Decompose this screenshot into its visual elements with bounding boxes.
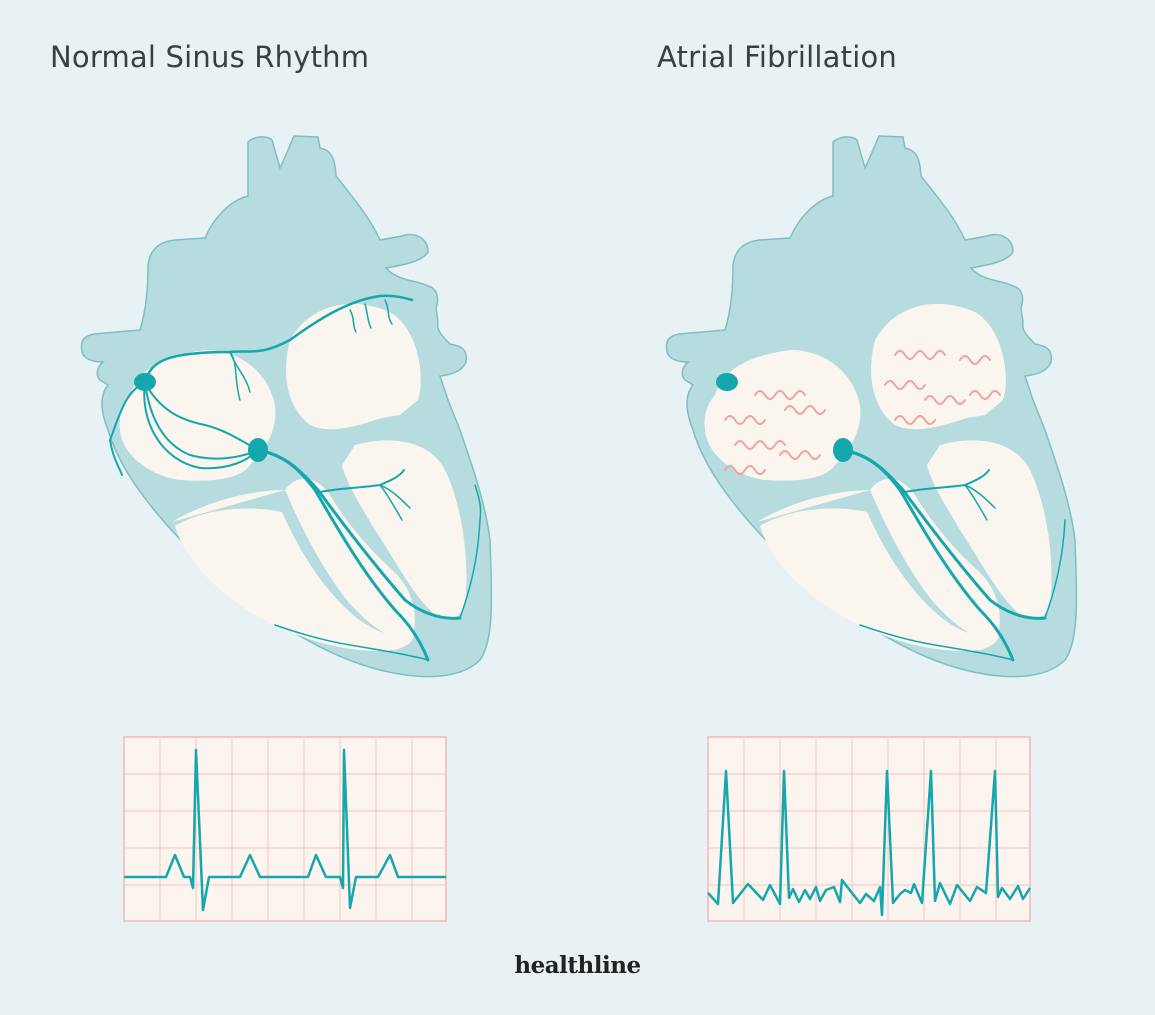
sa-node	[716, 373, 738, 391]
title-atrial-fibrillation: Atrial Fibrillation	[657, 40, 897, 74]
left-atrium	[286, 303, 421, 430]
heart-normal	[80, 135, 493, 678]
sa-node	[134, 373, 156, 391]
ecg-normal	[123, 736, 447, 922]
healthline-logo: healthline	[514, 952, 641, 979]
right-atrium	[704, 350, 861, 481]
av-node	[248, 438, 268, 462]
left-atrium	[871, 303, 1006, 430]
ecg-afib	[707, 736, 1032, 922]
fibrillation-waves	[724, 350, 1001, 475]
av-node	[833, 438, 853, 462]
title-normal-sinus-rhythm: Normal Sinus Rhythm	[50, 40, 370, 74]
heart-afib	[665, 135, 1078, 678]
right-ventricle-chamber	[172, 478, 415, 641]
conduction-pathways	[108, 294, 482, 662]
